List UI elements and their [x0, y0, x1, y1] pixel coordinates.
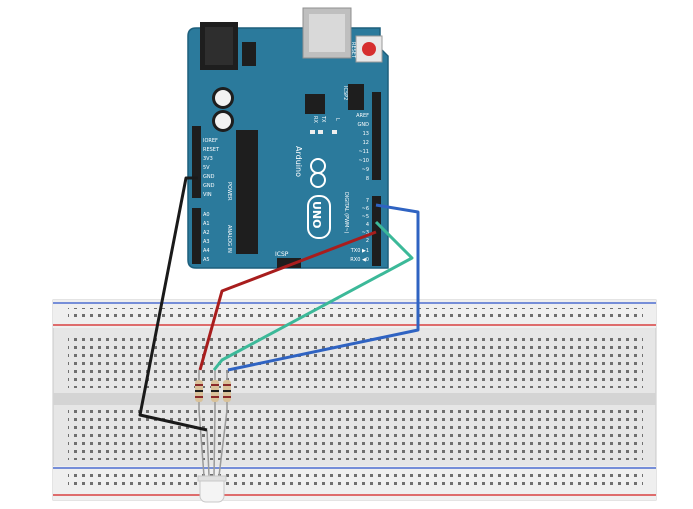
pin-label: A3	[203, 239, 210, 245]
voltage-regulator	[242, 42, 256, 66]
arduino-logo	[307, 158, 331, 239]
pin-label: GND	[358, 122, 370, 128]
pin-label: A5	[203, 257, 210, 263]
analog-header	[192, 208, 201, 264]
power-header	[192, 126, 201, 198]
reset-button-icon	[355, 35, 383, 63]
pin-label: A0	[203, 212, 210, 218]
pin-label: ~10	[358, 158, 369, 164]
pin-label: AREF	[356, 113, 369, 119]
pin-label: GND	[203, 183, 215, 189]
pin-label: A4	[203, 248, 210, 254]
icsp-header	[277, 258, 301, 268]
pin-label: RESET	[203, 147, 220, 153]
resistor-icon	[211, 370, 219, 410]
digital-pin-labels: AREF GND 13 12 ~11 ~10 ~9 8 7 ~6 ~5 4 ~3…	[350, 113, 369, 263]
power-pin-labels: IOREF RESET 3V3 5V GND GND VIN	[203, 138, 220, 198]
pin-label: 8	[366, 176, 369, 182]
tx-label: TX	[320, 115, 326, 123]
power-jack-icon	[200, 22, 238, 70]
pin-label: 4	[366, 222, 369, 228]
digital-header-lower	[372, 196, 381, 266]
resistor-icon	[195, 370, 203, 410]
usb-port-icon	[302, 7, 352, 59]
reset-label: RESET	[350, 42, 356, 59]
pin-label: ~3	[362, 230, 369, 236]
pin-label: VIN	[203, 192, 212, 198]
wire-red	[198, 230, 377, 371]
pin-label: 12	[363, 140, 369, 146]
resistor-icon	[223, 370, 231, 410]
chip-icon	[305, 94, 325, 114]
pin-label: ~9	[362, 167, 369, 173]
resistors	[195, 370, 231, 410]
pin-label: 13	[363, 131, 369, 137]
rgb-led-icon	[197, 409, 228, 503]
analog-pin-labels: A0 A1 A2 A3 A4 A5	[203, 212, 210, 263]
digital-header-upper	[372, 92, 381, 180]
icsp2-header	[348, 84, 364, 110]
model-label: UNO	[310, 201, 323, 229]
pin-label: TX0 ▶1	[350, 248, 369, 254]
brand-label: Arduino	[294, 146, 303, 177]
capacitor-icon	[212, 87, 234, 132]
power-label: POWER	[226, 182, 232, 201]
icsp-label: ICSP	[275, 251, 289, 258]
pin-label: RX0 ◀0	[350, 257, 369, 263]
wire-black-gnd	[138, 176, 208, 432]
l-label: L	[334, 118, 340, 121]
pin-label: 3V3	[203, 156, 213, 162]
pin-label: GND	[203, 174, 215, 180]
pin-label: A2	[203, 230, 210, 236]
rx-label: RX	[312, 116, 318, 123]
center-trench	[53, 393, 656, 405]
microcontroller-chip	[236, 130, 258, 254]
pin-label: A1	[203, 221, 210, 227]
wire-blue	[227, 203, 420, 372]
wire-green	[212, 220, 414, 371]
pin-label: ~6	[362, 206, 369, 212]
digital-label: DIGITAL (PWM~)	[343, 192, 349, 234]
pin-label: 2	[366, 238, 369, 244]
pin-label: 5V	[203, 165, 210, 171]
pin-label: ~5	[362, 214, 369, 220]
pin-label: 7	[366, 198, 369, 204]
analog-label: ANALOG IN	[226, 225, 232, 253]
wires	[138, 176, 420, 432]
arduino-uno-board: RESET ICSP2 TX RX L Arduino UNO D	[187, 7, 389, 269]
breadboard	[52, 299, 657, 501]
pin-label: ~11	[358, 149, 369, 155]
pin-label: IOREF	[203, 138, 218, 144]
icsp2-label: ICSP2	[342, 86, 348, 100]
